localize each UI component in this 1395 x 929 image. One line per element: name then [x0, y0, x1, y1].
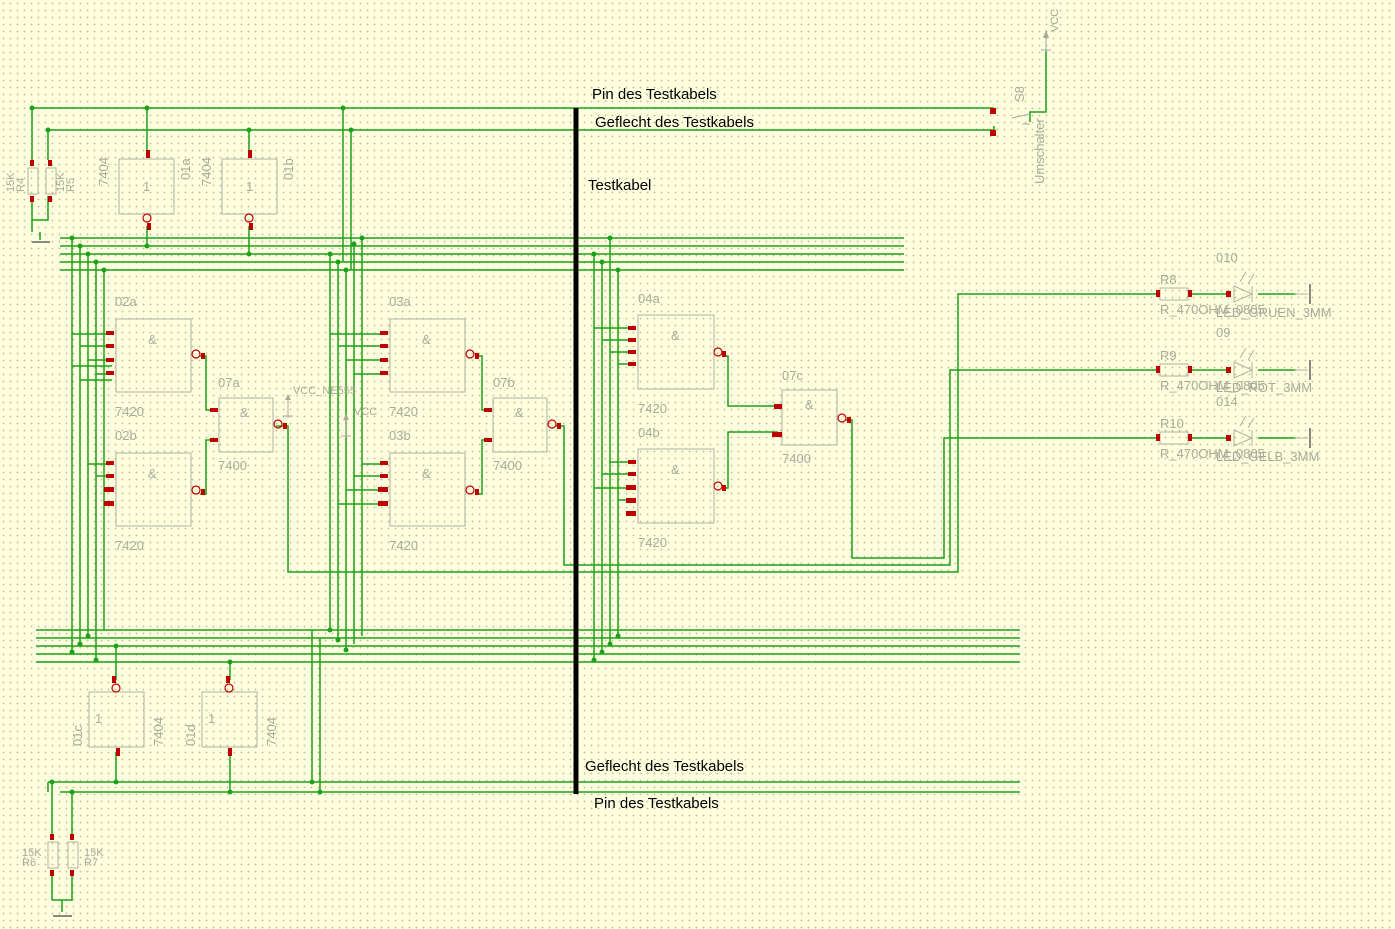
resistor-r6[interactable]: 15K R6 [22, 834, 59, 876]
inverter-name: 01c [70, 725, 85, 746]
resistor-name: R8 [1160, 272, 1177, 287]
led-014[interactable]: 014 LED_GELB_3MM [1216, 394, 1319, 464]
nand2-07a[interactable]: & 07a 7400 [210, 375, 287, 473]
braid-top-label: Geflecht des Testkabels [595, 114, 754, 131]
switch-value: Umschalter [1032, 118, 1047, 184]
resistor-r10[interactable]: R10 R_470OHM_0805 [1156, 416, 1265, 461]
nand-symbol: & [805, 397, 814, 412]
nand4-04b[interactable]: & 04b 7420 [626, 425, 726, 550]
nand4-03a[interactable]: & 03a 7420 [380, 294, 479, 419]
nand-symbol: & [240, 405, 249, 420]
led-010[interactable]: 010 LED_GRUEN_3MM [1216, 250, 1332, 320]
gate-type: 7400 [218, 458, 247, 473]
gate-name: 04b [638, 425, 660, 440]
inverter-symbol: 1 [95, 711, 102, 726]
nand-symbol: & [148, 332, 157, 347]
nand4-02a[interactable]: & 02a 7420 [106, 294, 205, 419]
junctions [29, 105, 621, 795]
resistor-value: R_470OHM_0805 [1160, 446, 1265, 461]
inverter-type: 7404 [199, 157, 214, 186]
vcc-supply: VCC [1041, 9, 1061, 52]
inverter-type: 7404 [96, 157, 111, 186]
gate-type: 7400 [782, 451, 811, 466]
resistor-value: 15K [55, 172, 67, 192]
inverter-type: 7404 [264, 717, 279, 746]
resistor-r9[interactable]: R9 R_470OHM_0805 [1156, 348, 1265, 393]
inverter-name: 01b [281, 158, 296, 180]
gate-type: 7420 [638, 535, 667, 550]
resistor-name: R6 [22, 857, 36, 869]
resistor-value: 15K [22, 847, 42, 859]
gate-name: 07a [218, 375, 240, 390]
vcc-ne555-label: VCC_NE555 [293, 385, 356, 397]
braid-bottom-label: Geflecht des Testkabels [585, 758, 744, 775]
nand4-02b[interactable]: & 02b 7420 [104, 428, 205, 553]
nand-symbol: & [148, 466, 157, 481]
led-09[interactable]: 09 LED_ROT_3MM [1216, 325, 1312, 395]
nand-symbol: & [422, 466, 431, 481]
nand2-07b[interactable]: & 07b 7400 [484, 375, 561, 473]
resistor-r4[interactable]: R4 15K [5, 160, 39, 202]
led-name: 014 [1216, 394, 1238, 409]
resistor-r7[interactable]: 15K R7 [67, 834, 104, 876]
resistor-name: R7 [84, 857, 98, 869]
inverter-01d[interactable]: 1 01d 7404 [183, 676, 279, 756]
gate-type: 7420 [638, 401, 667, 416]
resistor-value: R_470OHM_0805 [1160, 378, 1265, 393]
gate-name: 02a [115, 294, 137, 309]
vcc2-supply: VCC [341, 406, 377, 438]
resistor-name: R9 [1160, 348, 1177, 363]
inverter-01a[interactable]: 1 01a 7404 [96, 150, 193, 230]
nand-symbol: & [671, 328, 680, 343]
led-value: LED_ROT_3MM [1216, 380, 1312, 395]
resistor-r5[interactable]: R5 15K [45, 160, 77, 202]
led-value: LED_GRUEN_3MM [1216, 305, 1332, 320]
gate-name: 03a [389, 294, 411, 309]
resistor-name: R4 [15, 178, 27, 192]
gate-type: 7420 [115, 404, 144, 419]
gate-type: 7420 [389, 404, 418, 419]
gate-type: 7400 [493, 458, 522, 473]
inverter-type: 7404 [151, 717, 166, 746]
gate-name: 04a [638, 291, 660, 306]
gate-name: 03b [389, 428, 411, 443]
nand2-07c[interactable]: & 07c 7400 [772, 368, 851, 466]
vcc2-label: VCC [354, 406, 377, 418]
resistor-r8[interactable]: R8 R_470OHM_0805 [1156, 272, 1265, 317]
gate-type: 7420 [115, 538, 144, 553]
resistor-value: R_470OHM_0805 [1160, 302, 1265, 317]
resistor-value: 15K [84, 847, 104, 859]
nand-symbol: & [422, 332, 431, 347]
inverter-symbol: 1 [208, 711, 215, 726]
gate-name: 07c [782, 368, 803, 383]
resistor-name: R5 [65, 178, 77, 192]
led-name: 09 [1216, 325, 1230, 340]
resistor-value: 15K [5, 172, 17, 192]
nand-symbol: & [515, 405, 524, 420]
vcc-label: VCC [1049, 9, 1061, 32]
nand4-03b[interactable]: & 03b 7420 [378, 428, 479, 553]
inverter-name: 01d [183, 724, 198, 746]
switch-name: S8 [1012, 86, 1027, 102]
inverter-symbol: 1 [143, 179, 150, 194]
led-name: 010 [1216, 250, 1238, 265]
nand-symbol: & [671, 462, 680, 477]
resistor-name: R10 [1160, 416, 1184, 431]
gate-name: 02b [115, 428, 137, 443]
led-value: LED_GELB_3MM [1216, 449, 1319, 464]
vcc-ne555-supply: VCC_NE555 [283, 385, 356, 418]
nand4-04a[interactable]: & 04a 7420 [628, 291, 726, 416]
inverter-symbol: 1 [246, 179, 253, 194]
pin-bottom-label: Pin des Testkabels [594, 795, 719, 812]
inverter-01b[interactable]: 1 01b 7404 [199, 150, 296, 230]
test-cable-label: Testkabel [588, 177, 651, 194]
gate-type: 7420 [389, 538, 418, 553]
gate-name: 07b [493, 375, 515, 390]
switch-s8[interactable]: S8 Umschalter [990, 86, 1047, 184]
inverter-01c[interactable]: 1 01c 7404 [70, 676, 166, 756]
inverter-name: 01a [178, 158, 193, 180]
pin-top-label: Pin des Testkabels [592, 86, 717, 103]
